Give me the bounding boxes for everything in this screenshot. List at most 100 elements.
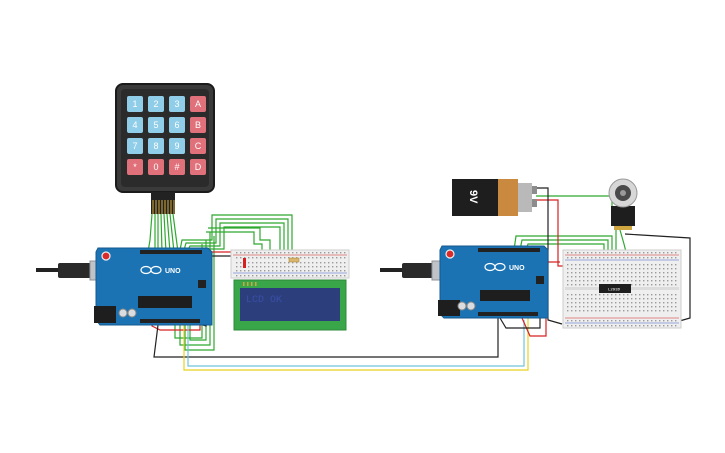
lcd-module[interactable]: LCD OK — [233, 279, 347, 331]
keypad-key[interactable] — [148, 117, 164, 133]
breadboard-hole — [667, 268, 669, 270]
keypad-key[interactable] — [127, 138, 143, 154]
breadboard-hole — [579, 276, 581, 278]
keypad-key[interactable] — [127, 117, 143, 133]
breadboard-hole — [567, 306, 569, 308]
breadboard-hole — [272, 270, 274, 272]
reset-button-right[interactable] — [445, 249, 455, 259]
keypad-key[interactable] — [148, 96, 164, 112]
arduino-right[interactable]: UNO — [380, 245, 549, 319]
breadboard-hole — [248, 270, 250, 272]
breadboard-hole — [671, 294, 673, 296]
breadboard-hole — [639, 264, 641, 266]
right-black-wire-3 — [624, 233, 691, 323]
keypad-key[interactable] — [190, 117, 206, 133]
breadboard-hole — [639, 306, 641, 308]
breadboard-hole — [591, 280, 593, 282]
breadboard-hole — [256, 257, 258, 259]
breadboard-hole — [611, 276, 613, 278]
arduino-logo-right — [484, 262, 506, 272]
keypad-key[interactable] — [190, 159, 206, 175]
breadboard-hole — [675, 302, 677, 304]
keypad-key[interactable] — [169, 117, 185, 133]
keypad-key[interactable] — [127, 159, 143, 175]
breadboard-hole — [671, 298, 673, 300]
breadboard-hole — [635, 310, 637, 312]
potentiometer[interactable] — [608, 178, 638, 230]
breadboard-hole — [268, 266, 270, 268]
breadboard-hole — [595, 276, 597, 278]
breadboard-hole — [587, 276, 589, 278]
breadboard-hole — [659, 280, 661, 282]
lcd-screen — [240, 288, 340, 321]
breadboard-hole — [324, 257, 326, 259]
keypad-key[interactable] — [148, 159, 164, 175]
breadboard-hole — [296, 266, 298, 268]
keypad-key[interactable] — [169, 96, 185, 112]
breadboard-hole — [623, 252, 625, 254]
breadboard-hole — [575, 272, 577, 274]
breadboard-hole — [627, 320, 629, 322]
breadboard-hole — [280, 262, 282, 264]
breadboard-hole — [615, 298, 617, 300]
breadboard-hole — [567, 257, 569, 259]
breadboard-hole — [284, 270, 286, 272]
breadboard-hole — [324, 275, 326, 277]
breadboard-hole — [651, 257, 653, 259]
breadboard-hole — [308, 275, 310, 277]
breadboard-hole — [603, 320, 605, 322]
breadboard-hole — [619, 280, 621, 282]
battery-9v[interactable]: 9V — [452, 179, 537, 216]
breadboard-hole — [663, 298, 665, 300]
breadboard-hole — [635, 268, 637, 270]
keypad-key[interactable] — [127, 96, 143, 112]
breadboard-hole — [300, 275, 302, 277]
arduino-left[interactable]: UNO — [36, 247, 213, 326]
breadboard-hole — [579, 310, 581, 312]
breadboard-hole — [587, 264, 589, 266]
breadboard-hole — [643, 252, 645, 254]
breadboard-hole — [316, 266, 318, 268]
breadboard-hole — [579, 294, 581, 296]
breadboard-right — [562, 249, 682, 329]
keypad-key[interactable] — [169, 159, 185, 175]
breadboard-hole — [264, 252, 266, 254]
breadboard-hole — [264, 257, 266, 259]
keypad-key[interactable] — [190, 138, 206, 154]
breadboard-hole — [667, 294, 669, 296]
reset-button-left[interactable] — [101, 251, 111, 261]
breadboard-hole — [595, 280, 597, 282]
breadboard-hole — [292, 266, 294, 268]
breadboard-hole — [615, 306, 617, 308]
breadboard-hole — [340, 252, 342, 254]
breadboard-hole — [276, 262, 278, 264]
breadboard-hole — [655, 268, 657, 270]
breadboard-hole — [599, 280, 601, 282]
breadboard-hole — [667, 264, 669, 266]
breadboard-hole — [292, 270, 294, 272]
breadboard-hole — [651, 264, 653, 266]
keypad-key[interactable] — [169, 138, 185, 154]
breadboard-hole — [671, 276, 673, 278]
keypad-key[interactable] — [190, 96, 206, 112]
breadboard-hole — [567, 325, 569, 327]
breadboard-hole — [595, 257, 597, 259]
breadboard-hole — [603, 306, 605, 308]
breadboard-hole — [575, 257, 577, 259]
breadboard-hole — [587, 280, 589, 282]
keypad-key[interactable] — [148, 138, 164, 154]
breadboard-hole — [651, 268, 653, 270]
keypad-key-label: 1 — [132, 99, 137, 109]
breadboard-hole — [575, 252, 577, 254]
breadboard-hole — [332, 262, 334, 264]
keypad-key-label: 9 — [174, 141, 179, 151]
breadboard-hole — [635, 272, 637, 274]
breadboard-hole — [240, 266, 242, 268]
breadboard-hole — [296, 252, 298, 254]
keypad-key-label: 3 — [174, 99, 179, 109]
breadboard-hole — [675, 294, 677, 296]
breadboard-hole — [599, 268, 601, 270]
breadboard-hole — [675, 264, 677, 266]
breadboard-hole — [571, 264, 573, 266]
